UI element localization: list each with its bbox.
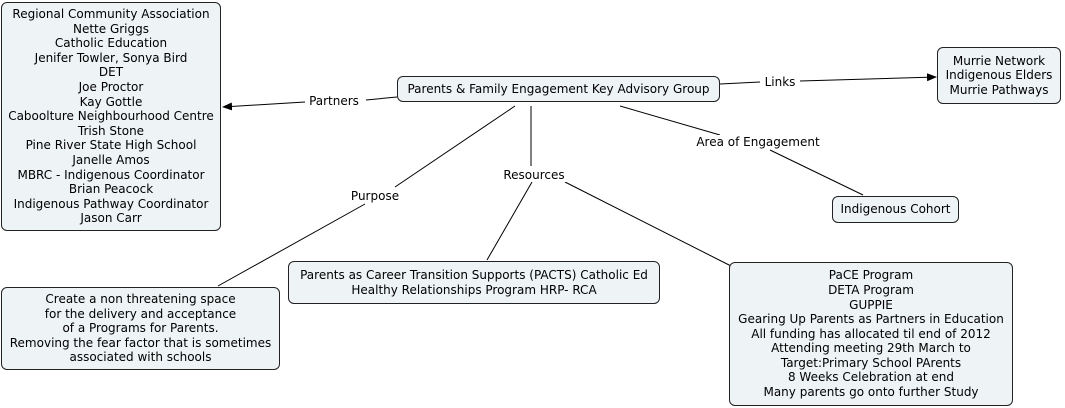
partners-line: Joe Proctor (78, 80, 144, 95)
link-links-from-central (719, 81, 761, 85)
resources-2-line: All funding has allocated til end of 201… (751, 326, 991, 341)
partners-line: Catholic Education (54, 36, 168, 51)
link-links-arrow (799, 73, 937, 82)
partners-line: MBRC - Indigenous Coordinator (17, 167, 205, 182)
partners-line: Caboolture Neighbourhood Centre (8, 109, 214, 124)
purpose-line: of a Programs for Parents. (62, 321, 219, 336)
resources-node-2[interactable]: PaCE Program DETA Program GUPPIE Gearing… (729, 262, 1013, 406)
resources-2-line: DETA Program (828, 282, 914, 297)
partners-line: DET (98, 65, 124, 80)
resources-2-line: Target:Primary School PArents (780, 355, 962, 370)
resources-node-1[interactable]: Parents as Career Transition Supports (P… (288, 261, 660, 304)
partners-line: Trish Stone (77, 123, 145, 138)
purpose-line: Create a non threatening space (45, 292, 236, 307)
purpose-line: associated with schools (69, 350, 212, 365)
partners-line: Kay Gottle (79, 94, 143, 109)
link-label-partners: Partners (307, 94, 361, 108)
links-node[interactable]: Murrie Network Indigenous Elders Murrie … (937, 47, 1061, 104)
resources-2-line: PaCE Program (828, 268, 914, 283)
resources-2-line: 8 Weeks Celebration at end (787, 370, 955, 385)
central-node[interactable]: Parents & Family Engagement Key Advisory… (397, 76, 720, 102)
link-engagement-to-cohort (769, 149, 864, 196)
partners-line: Brian Peacock (68, 182, 154, 197)
partners-line: Nette Griggs (72, 21, 150, 36)
partners-line: Indigenous Pathway Coordinator (13, 196, 209, 211)
purpose-line: Removing the fear factor that is sometim… (9, 335, 272, 350)
resources-1-line: Parents as Career Transition Supports (P… (300, 267, 648, 282)
indigenous-cohort-node[interactable]: Indigenous Cohort (832, 196, 959, 223)
links-line: Murrie Network (952, 53, 1046, 68)
link-label-purpose: Purpose (348, 189, 402, 203)
link-resources-to-target-2 (564, 181, 732, 267)
resources-2-line: Many parents go onto further Study (763, 385, 979, 400)
resources-2-line: GUPPIE (849, 297, 893, 312)
central-node-label: Parents & Family Engagement Key Advisory… (407, 81, 710, 96)
partners-line: Jenifer Towler, Sonya Bird (34, 50, 188, 65)
link-partners-arrow (222, 101, 306, 111)
resources-2-line: Attending meeting 29th March to (771, 341, 971, 356)
partners-line: Regional Community Association (12, 7, 210, 22)
links-line: Murrie Pathways (949, 82, 1049, 97)
link-partners-to-central (365, 96, 398, 101)
link-engagement-from-central (619, 105, 721, 136)
links-line: Indigenous Elders (945, 68, 1053, 83)
partners-line: Pine River State High School (25, 138, 197, 153)
resources-2-line: Gearing Up Parents as Partners in Educat… (738, 312, 1004, 327)
purpose-line: for the delivery and acceptance (44, 306, 237, 321)
partners-node[interactable]: Regional Community Association Nette Gri… (1, 2, 221, 231)
link-label-area-of-engagement: Area of Engagement (694, 135, 822, 149)
partners-line: Janelle Amos (72, 152, 150, 167)
indigenous-cohort-label: Indigenous Cohort (840, 202, 951, 217)
purpose-node[interactable]: Create a non threatening space for the d… (1, 287, 280, 370)
link-purpose-from-central (394, 105, 516, 188)
resources-1-line: Healthy Relationships Program HRP- RCA (351, 282, 597, 297)
link-purpose-to-target (217, 203, 366, 287)
partners-line: Jason Carr (80, 211, 142, 226)
link-label-resources: Resources (501, 168, 567, 182)
link-label-links: Links (762, 75, 798, 89)
link-resources-to-target-1 (486, 181, 533, 261)
